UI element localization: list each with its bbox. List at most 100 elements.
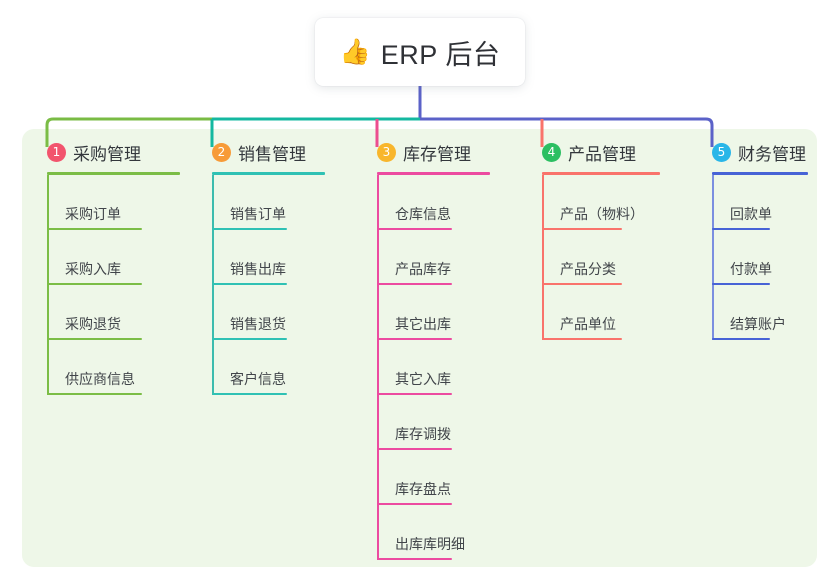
module-item[interactable]: 其它入库: [377, 340, 490, 395]
module-column-3: 3 库存管理仓库信息产品库存其它出库其它入库库存调拨库存盘点出库库明细: [360, 129, 490, 560]
module-item-label: 其它入库: [395, 371, 451, 387]
module-item-list: 销售订单销售出库销售退货客户信息: [195, 175, 325, 395]
module-item-list: 回款单付款单结算账户: [695, 175, 808, 340]
module-item-label: 销售退货: [230, 316, 286, 332]
module-header-label: 财务管理: [738, 144, 806, 164]
module-header-rule: [377, 172, 490, 175]
module-item[interactable]: 产品（物料）: [542, 175, 660, 230]
module-header-label: 采购管理: [73, 144, 141, 164]
module-item-label: 库存调拨: [395, 426, 451, 442]
module-item-rule: [47, 338, 142, 340]
module-item[interactable]: 出库库明细: [377, 505, 490, 560]
module-header-rule: [47, 172, 180, 175]
module-item-rule: [377, 283, 452, 285]
modules-panel: [22, 129, 817, 567]
module-header-4[interactable]: 4 产品管理: [525, 129, 660, 175]
module-item-rule: [47, 228, 142, 230]
module-item[interactable]: 产品分类: [542, 230, 660, 285]
module-item-label: 采购订单: [65, 206, 121, 222]
module-item[interactable]: 采购订单: [47, 175, 180, 230]
module-item-rule: [47, 283, 142, 285]
thumbs-up-icon: 👍: [339, 37, 371, 66]
module-item[interactable]: 产品库存: [377, 230, 490, 285]
module-header-rule: [542, 172, 660, 175]
module-column-1: 1 采购管理采购订单采购入库采购退货供应商信息: [30, 129, 180, 395]
module-spine: [47, 175, 49, 395]
module-item[interactable]: 采购退货: [47, 285, 180, 340]
module-item[interactable]: 仓库信息: [377, 175, 490, 230]
module-item-rule: [377, 558, 452, 560]
module-number-badge: 3: [377, 142, 396, 162]
module-item-label: 销售订单: [230, 206, 286, 222]
module-item[interactable]: 客户信息: [212, 340, 325, 395]
module-header-rule: [212, 172, 325, 175]
module-header-1[interactable]: 1 采购管理: [30, 129, 180, 175]
module-item-label: 其它出库: [395, 316, 451, 332]
module-item-label: 库存盘点: [395, 481, 451, 497]
module-item-label: 采购退货: [65, 316, 121, 332]
module-item-rule: [542, 228, 622, 230]
module-item-label: 付款单: [730, 261, 772, 277]
module-item[interactable]: 其它出库: [377, 285, 490, 340]
module-item-label: 产品（物料）: [560, 206, 644, 222]
module-header-label: 库存管理: [403, 144, 471, 164]
module-item-rule: [47, 393, 142, 395]
module-item-rule: [212, 393, 287, 395]
module-item-rule: [542, 338, 622, 340]
module-number-badge: 5: [712, 142, 731, 162]
module-item-label: 结算账户: [730, 316, 786, 332]
module-item-label: 仓库信息: [395, 206, 451, 222]
module-header-label: 产品管理: [568, 144, 636, 164]
module-item[interactable]: 销售出库: [212, 230, 325, 285]
module-item-label: 客户信息: [230, 371, 286, 387]
module-item[interactable]: 供应商信息: [47, 340, 180, 395]
module-item[interactable]: 结算账户: [712, 285, 808, 340]
module-item-rule: [212, 338, 287, 340]
module-item-list: 采购订单采购入库采购退货供应商信息: [30, 175, 180, 395]
module-column-2: 2 销售管理销售订单销售出库销售退货客户信息: [195, 129, 325, 395]
module-item-list: 仓库信息产品库存其它出库其它入库库存调拨库存盘点出库库明细: [360, 175, 490, 560]
module-header-label: 销售管理: [238, 144, 306, 164]
module-item-rule: [542, 283, 622, 285]
module-item[interactable]: 销售退货: [212, 285, 325, 340]
module-item-rule: [377, 228, 452, 230]
module-item[interactable]: 付款单: [712, 230, 808, 285]
module-item[interactable]: 库存调拨: [377, 395, 490, 450]
module-item[interactable]: 库存盘点: [377, 450, 490, 505]
module-item-rule: [377, 448, 452, 450]
module-column-4: 4 产品管理产品（物料） 产品分类产品单位: [525, 129, 660, 340]
module-header-2[interactable]: 2 销售管理: [195, 129, 325, 175]
module-column-5: 5 财务管理回款单付款单结算账户: [695, 129, 808, 340]
module-item-label: 产品分类: [560, 261, 616, 277]
module-item-label: 供应商信息: [65, 371, 135, 387]
module-item-rule: [712, 338, 770, 340]
root-title: ERP 后台: [380, 39, 501, 70]
module-item-rule: [712, 228, 770, 230]
module-item-rule: [377, 338, 452, 340]
module-header-5[interactable]: 5 财务管理: [695, 129, 808, 175]
module-item[interactable]: 产品单位: [542, 285, 660, 340]
module-number-badge: 4: [542, 142, 561, 162]
module-item-label: 出库库明细: [395, 536, 465, 552]
module-spine: [712, 175, 714, 340]
module-header-3[interactable]: 3 库存管理: [360, 129, 490, 175]
module-item-rule: [212, 228, 287, 230]
module-item-label: 回款单: [730, 206, 772, 222]
module-item-rule: [377, 393, 452, 395]
module-number-badge: 2: [212, 142, 231, 162]
module-spine: [212, 175, 214, 395]
root-node[interactable]: 👍 ERP 后台: [315, 18, 525, 86]
module-item-label: 销售出库: [230, 261, 286, 277]
module-item-rule: [377, 503, 452, 505]
module-header-rule: [712, 172, 808, 175]
module-item[interactable]: 销售订单: [212, 175, 325, 230]
module-item-label: 产品库存: [395, 261, 451, 277]
module-number-badge: 1: [47, 142, 66, 162]
module-item-label: 产品单位: [560, 316, 616, 332]
module-item-label: 采购入库: [65, 261, 121, 277]
module-item[interactable]: 采购入库: [47, 230, 180, 285]
module-item[interactable]: 回款单: [712, 175, 808, 230]
module-item-rule: [212, 283, 287, 285]
module-item-list: 产品（物料） 产品分类产品单位: [525, 175, 660, 340]
